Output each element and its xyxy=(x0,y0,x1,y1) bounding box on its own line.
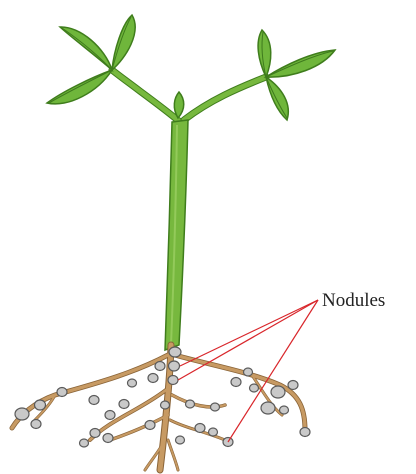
nodule xyxy=(161,401,170,409)
nodule xyxy=(280,406,289,414)
nodule xyxy=(15,408,29,420)
nodule xyxy=(145,421,155,430)
nodule xyxy=(119,400,129,409)
nodule xyxy=(195,424,205,433)
nodule xyxy=(231,378,241,387)
nodules-label: Nodules xyxy=(322,290,385,311)
nodule xyxy=(168,376,178,385)
nodule xyxy=(250,384,259,392)
leaf xyxy=(60,27,112,70)
leaf xyxy=(112,15,135,70)
nodule xyxy=(105,411,115,420)
nodule xyxy=(271,386,285,398)
left-leaf-cluster xyxy=(47,15,135,104)
nodule xyxy=(209,428,218,436)
nodule xyxy=(89,396,99,405)
left-branch-fill xyxy=(112,70,180,122)
nodule xyxy=(169,347,181,357)
terminal-bud xyxy=(174,92,183,118)
nodule xyxy=(31,420,41,429)
nodule xyxy=(244,368,253,376)
nodule xyxy=(261,402,275,414)
branches xyxy=(112,70,266,122)
nodule xyxy=(90,429,100,438)
nodule xyxy=(169,361,180,371)
nodule xyxy=(186,400,195,408)
nodule xyxy=(128,379,137,387)
right-leaf-cluster xyxy=(258,30,335,120)
nodule xyxy=(80,439,89,447)
leaf xyxy=(266,50,335,77)
nodule xyxy=(103,434,113,443)
nodule xyxy=(211,403,220,411)
nodule xyxy=(148,374,158,383)
nodule xyxy=(300,428,310,437)
nodule xyxy=(176,436,185,444)
nodule xyxy=(288,381,298,390)
nodule xyxy=(155,362,165,371)
nodule xyxy=(35,400,46,410)
nodule xyxy=(57,388,67,397)
